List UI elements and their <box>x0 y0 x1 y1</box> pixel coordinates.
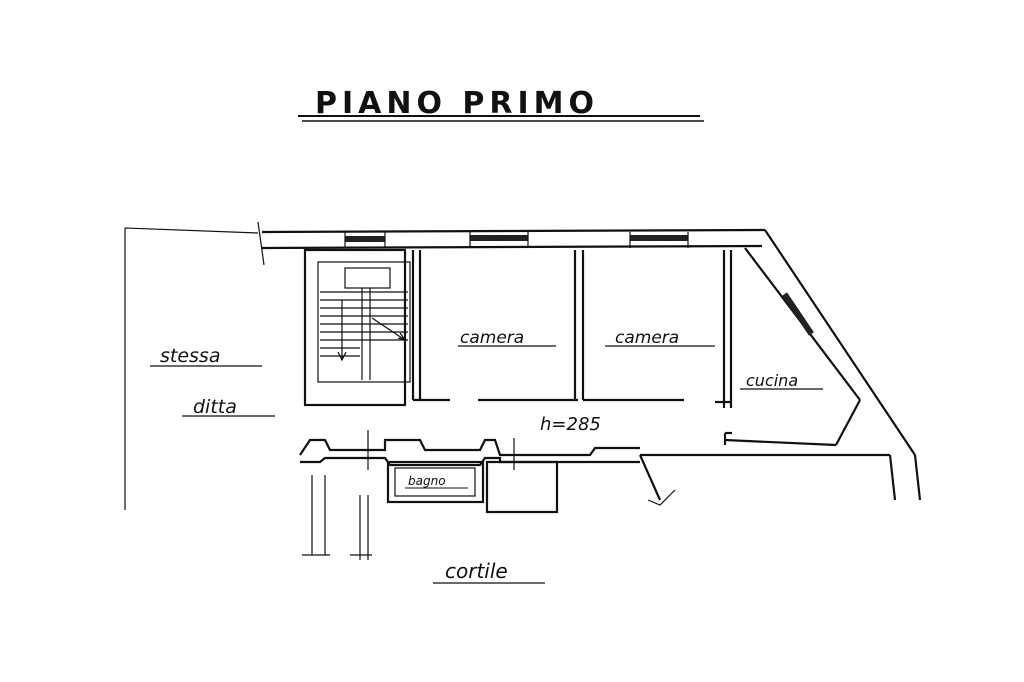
room-label-camera-2: camera <box>615 328 679 348</box>
room-label-camera-1: camera <box>460 328 524 348</box>
neighbor-boundary <box>124 221 265 510</box>
corridor-walls <box>638 431 897 506</box>
courtyard-label: cortile <box>445 559 508 583</box>
room-camera-2-walls <box>583 250 733 408</box>
room-camera-1-walls <box>411 250 585 402</box>
exterior-wall-top <box>261 228 766 250</box>
room-label-cucina: cucina <box>746 371 798 390</box>
exterior-wall-diagonal <box>744 229 922 501</box>
neighbor-label-stessa: stessa <box>160 345 220 367</box>
service-block <box>299 430 640 560</box>
neighbor-label-ditta: ditta <box>193 396 237 418</box>
ceiling-height-label: h=285 <box>540 414 601 435</box>
room-label-bagno: bagno <box>408 474 446 488</box>
staircase <box>303 248 411 407</box>
